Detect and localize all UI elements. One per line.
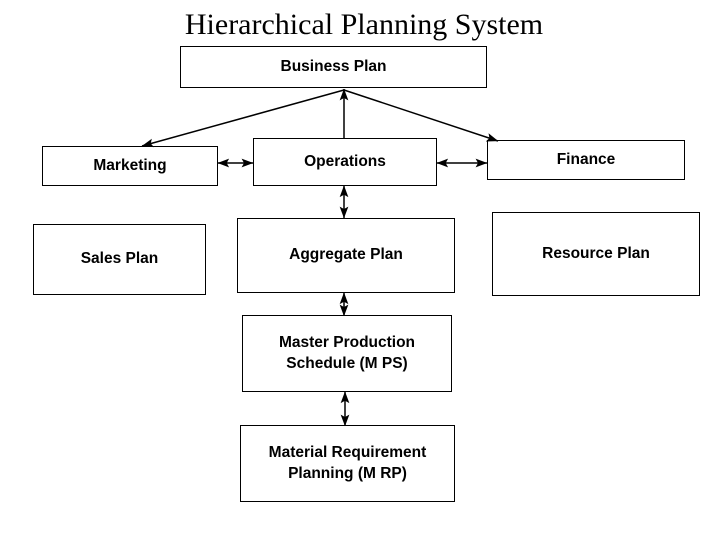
node-marketing[interactable]: Marketing bbox=[42, 146, 218, 186]
node-label: Operations bbox=[304, 152, 386, 170]
node-master-production-schedule[interactable]: Master Production Schedule (M PS) bbox=[242, 315, 452, 392]
edge-hub-to-finance bbox=[343, 89, 499, 142]
node-aggregate-plan[interactable]: Aggregate Plan bbox=[237, 218, 455, 293]
node-label: Business Plan bbox=[280, 57, 387, 75]
node-label: Master Production Schedule (M PS) bbox=[278, 334, 416, 372]
node-label: Marketing bbox=[93, 156, 167, 174]
node-material-requirement-planning[interactable]: Material Requirement Planning (M RP) bbox=[240, 425, 455, 502]
node-resource-plan[interactable]: Resource Plan bbox=[492, 212, 700, 296]
node-label: Resource Plan bbox=[542, 244, 650, 262]
node-label: Aggregate Plan bbox=[289, 246, 403, 264]
node-label: Sales Plan bbox=[80, 250, 159, 268]
node-operations[interactable]: Operations bbox=[253, 138, 437, 186]
node-finance[interactable]: Finance bbox=[487, 140, 685, 180]
node-label: Material Requirement Planning (M RP) bbox=[268, 444, 427, 482]
node-business-plan[interactable]: Business Plan bbox=[180, 46, 487, 88]
node-sales-plan[interactable]: Sales Plan bbox=[33, 224, 206, 295]
node-label: Finance bbox=[556, 150, 616, 168]
page-title: Hierarchical Planning System bbox=[184, 8, 544, 41]
